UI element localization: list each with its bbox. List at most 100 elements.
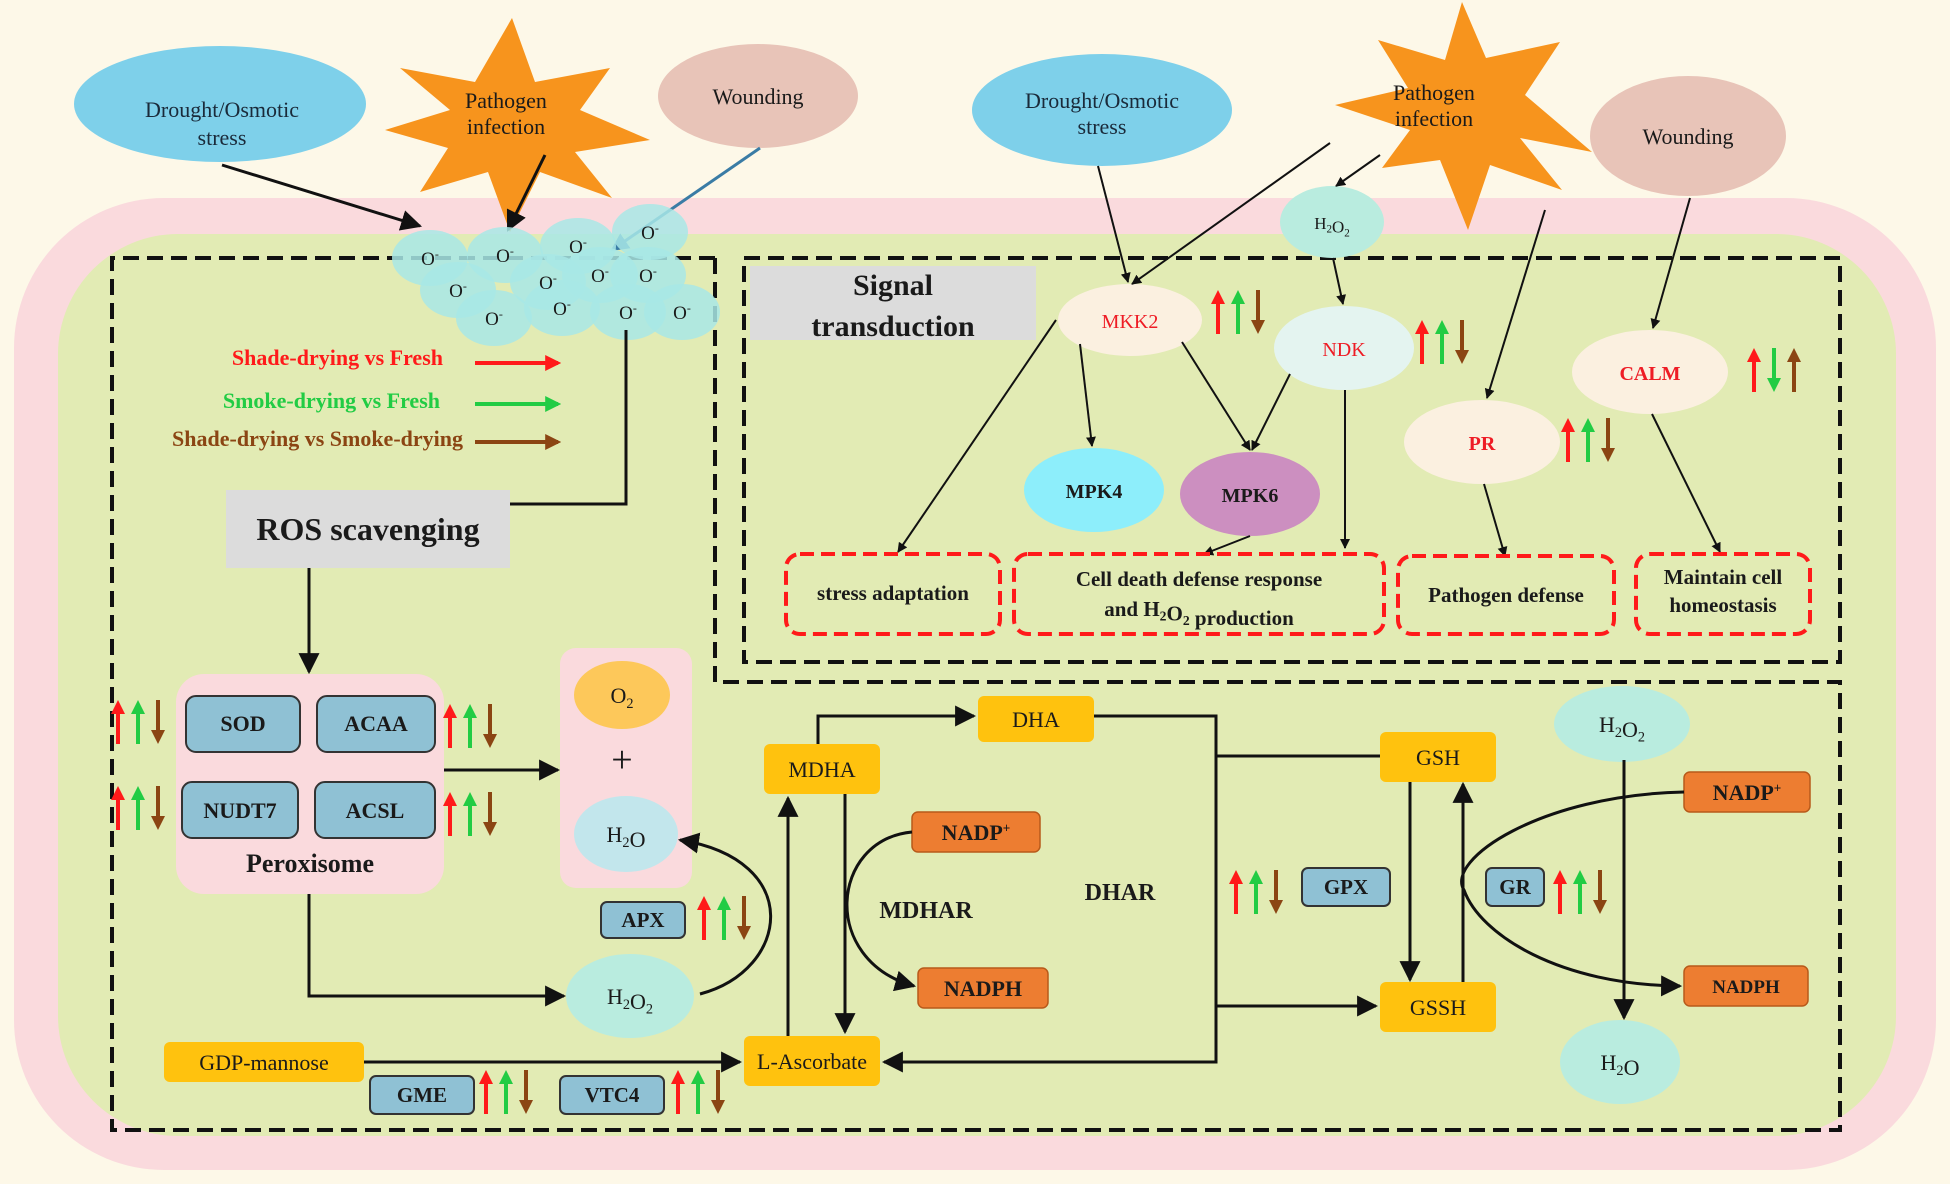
down-arrowhead-icon	[737, 926, 751, 940]
arrow-wounding-to-calm	[1650, 197, 1691, 329]
plus-sign: +	[611, 739, 632, 781]
gr-reaction-curve	[1460, 790, 1685, 997]
up-arrowhead-icon	[499, 1070, 513, 1084]
regulation-mkk2	[1211, 290, 1265, 334]
arrow-drought-to-ros	[221, 163, 423, 231]
enzyme-acaa: ACAA	[316, 695, 436, 753]
enzyme-gpx: GPX	[1301, 867, 1391, 907]
drought-left-label-2: stress	[198, 125, 247, 150]
arrow-pathogen-to-ros	[506, 154, 547, 232]
down-arrowhead-icon	[1767, 378, 1781, 392]
superoxide-label: O-	[673, 301, 691, 324]
superoxide-bubble	[644, 284, 720, 340]
up-arrowhead-icon	[479, 1070, 493, 1084]
up-arrowhead-icon	[1553, 870, 1567, 884]
calm-label: CALM	[1619, 363, 1680, 385]
gssh-label: GSSH	[1410, 995, 1466, 1020]
up-arrowhead-icon	[691, 1070, 705, 1084]
nadph-node-mdhar	[917, 967, 1049, 1009]
down-arrowhead-icon	[1251, 320, 1265, 334]
down-arrowhead-icon	[483, 822, 497, 836]
up-arrowhead-icon	[1229, 870, 1243, 884]
arrow-mkk2-to-stress-adaptation	[897, 319, 1057, 553]
mkk2-node	[1058, 284, 1202, 356]
pr-label: PR	[1469, 433, 1496, 455]
l-ascorbate-label: L-Ascorbate	[757, 1049, 867, 1074]
enzyme-vtc4: VTC4	[559, 1075, 665, 1115]
outcome-stress-adaptation: stress adaptation	[784, 552, 1002, 636]
sod-label: SOD	[220, 711, 265, 736]
drought-left-label-1: Drought/Osmotic	[145, 97, 299, 122]
up-arrowhead-icon	[1581, 418, 1595, 432]
up-arrowhead-icon	[463, 704, 477, 718]
up-arrowhead-icon	[463, 792, 477, 806]
legend-label-shade-vs-smoke: Shade-drying vs Smoke-drying	[172, 426, 463, 451]
legend-label-smoke-vs-fresh: Smoke-drying vs Fresh	[223, 388, 440, 413]
down-arrowhead-icon	[151, 816, 165, 830]
signal-title-2: transduction	[811, 310, 975, 343]
ros-scavenging-title: ROS scavenging	[256, 511, 479, 547]
up-arrowhead-icon	[1211, 290, 1225, 304]
acaa-label: ACAA	[344, 711, 408, 736]
down-arrowhead-icon	[151, 730, 165, 744]
up-arrowhead-icon	[131, 786, 145, 800]
gsh-label: GSH	[1416, 745, 1460, 770]
regulation-vtc4	[671, 1070, 725, 1114]
superoxide-label: O-	[496, 244, 514, 267]
up-arrowhead-icon	[1561, 418, 1575, 432]
pathogen-star-right	[1335, 2, 1592, 230]
up-arrowhead-icon	[443, 792, 457, 806]
regulation-sod	[111, 700, 165, 744]
vtc4-label: VTC4	[585, 1083, 640, 1107]
acsl-label: ACSL	[346, 798, 405, 823]
drought-right-label-1: Drought/Osmotic	[1025, 88, 1179, 113]
o2-node	[574, 661, 670, 729]
h2o-node-gpx	[1560, 1020, 1680, 1104]
h2o2-gpx-label: H2O2	[1599, 712, 1645, 746]
arrow-mdha-to-dha	[816, 705, 977, 744]
down-arrowhead-icon	[1455, 350, 1469, 364]
down-arrowhead-icon	[483, 734, 497, 748]
arrow-h2o2-to-ndk	[1332, 257, 1346, 305]
nadph-node-gr	[1683, 965, 1809, 1007]
enzyme-gr: GR	[1485, 867, 1545, 907]
gsh-node	[1380, 732, 1496, 782]
up-arrowhead-icon	[1249, 870, 1263, 884]
nadph-gr-label: NADPH	[1712, 977, 1780, 998]
nadp-plus-gr-label: NADP+	[1713, 780, 1782, 805]
regulation-pr	[1561, 418, 1615, 462]
drought-right-label-2: stress	[1078, 114, 1127, 139]
stimulus-wounding-right: Wounding	[1590, 76, 1786, 196]
pathogen-defense-label: Pathogen defense	[1428, 583, 1584, 607]
outcome-homeostasis: Maintain cell homeostasis	[1634, 552, 1812, 636]
homeostasis-label-1: Maintain cell	[1664, 565, 1783, 589]
superoxide-label: O-	[569, 235, 587, 258]
pathogen-right-label-1: Pathogen	[1393, 80, 1475, 105]
arrow-pr-to-pathogen-defense	[1483, 483, 1508, 557]
arrow-mkk2-to-mpk6	[1181, 341, 1251, 451]
superoxide-bubble	[612, 204, 688, 260]
mdhar-label: MDHAR	[879, 898, 973, 924]
arrow-drought-to-mkk2	[1097, 165, 1131, 283]
regulation-acsl	[443, 792, 497, 836]
connector-dha-loop	[881, 714, 1218, 1073]
h2o-gpx-label: H2O	[1601, 1050, 1640, 1080]
superoxide-bubble	[456, 290, 532, 346]
superoxide-label: O-	[553, 297, 571, 320]
mdha-label: MDHA	[788, 757, 855, 782]
arrow-peroxisome-to-h2o2	[307, 894, 567, 1007]
enzyme-apx: APX	[600, 901, 686, 939]
down-arrowhead-icon	[519, 1100, 533, 1114]
h2o-label: H2O	[607, 822, 646, 852]
pr-node	[1404, 400, 1560, 484]
o2-label: O2	[610, 683, 633, 712]
up-arrowhead-icon	[697, 896, 711, 910]
arrow-mkk2-to-mpk4	[1079, 343, 1096, 447]
gpx-label: GPX	[1324, 875, 1368, 899]
stimulus-drought-right: Drought/Osmotic stress	[972, 54, 1232, 166]
homeostasis-label-2: homeostasis	[1669, 593, 1776, 617]
down-arrowhead-icon	[711, 1100, 725, 1114]
mkk2-label: MKK2	[1102, 311, 1159, 333]
superoxide-label: O-	[639, 264, 657, 287]
